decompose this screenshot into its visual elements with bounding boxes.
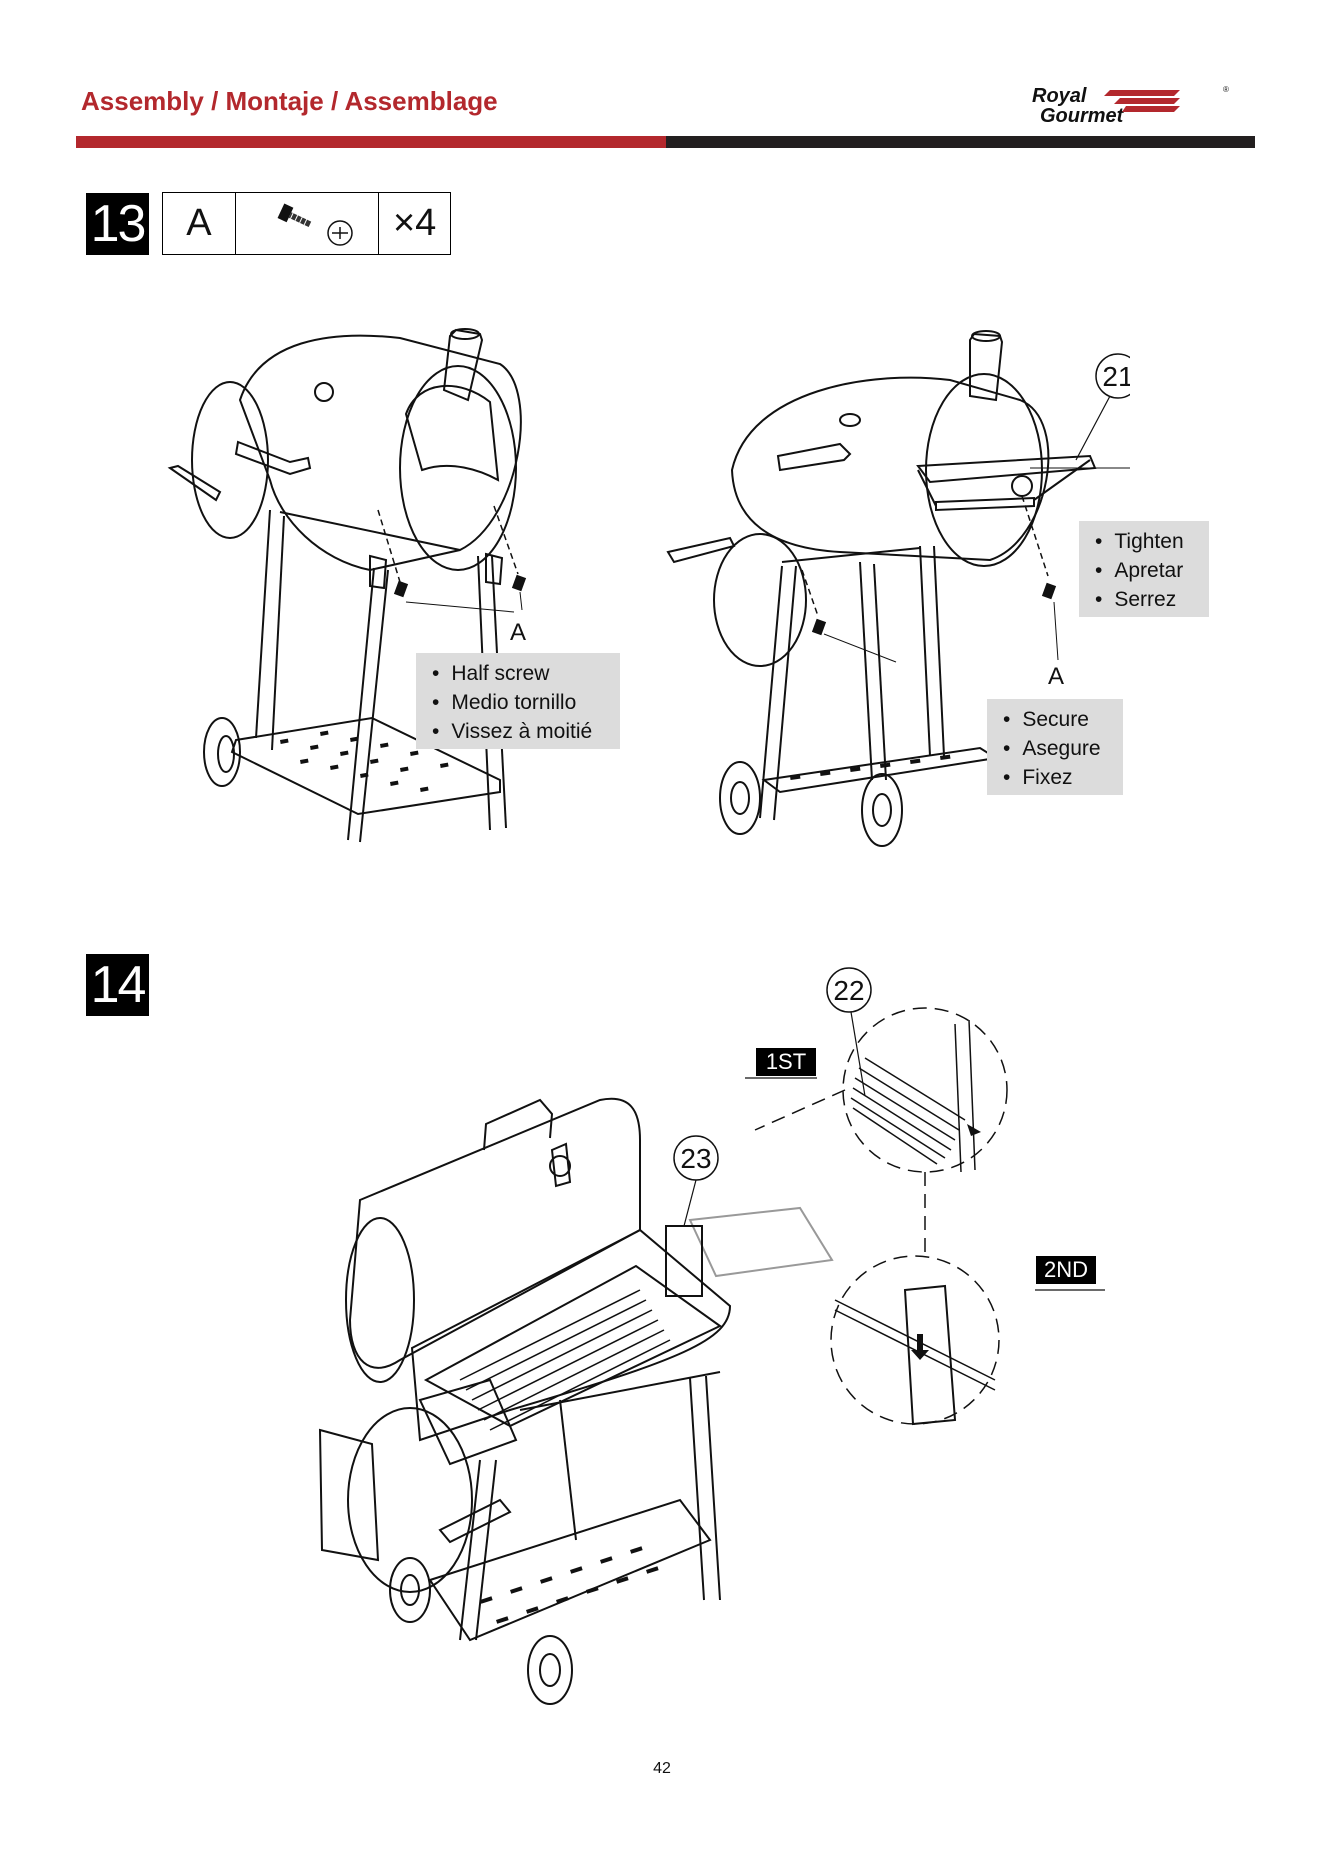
registered-mark: ® (1223, 85, 1229, 94)
hardware-icon-cell (236, 193, 380, 254)
header-rule-red (76, 136, 666, 148)
hardware-letter: A (163, 193, 236, 254)
callout-21: 21 (1102, 361, 1130, 392)
note-half-fr: Vissez à moitié (432, 717, 608, 746)
note-half-screw: Half screw Medio tornillo Vissez à moiti… (416, 653, 620, 749)
logo-text-gourmet: Gourmet (1040, 105, 1125, 127)
tag-first: 1ST (756, 1048, 816, 1076)
note-tighten-en: Tighten (1095, 527, 1197, 556)
hardware-quantity: ×4 (379, 193, 450, 254)
step-13-badge: 13 (86, 193, 149, 255)
note-secure-fr: Fixez (1003, 763, 1111, 792)
hardware-table: A ×4 (162, 192, 451, 255)
note-half-es: Medio tornillo (432, 688, 608, 717)
note-tighten-fr: Serrez (1095, 585, 1197, 614)
step14-detail-views: 22 (745, 960, 1125, 1440)
step13-grill-half-screw-illustration: A (160, 320, 530, 850)
note-secure: Secure Asegure Fixez (987, 699, 1123, 795)
royal-gourmet-logo: Royal Gourmet ® (1030, 84, 1230, 128)
hardware-label-a-2: A (1048, 663, 1064, 690)
page-number: 42 (650, 1760, 674, 1778)
hardware-label-a: A (510, 619, 526, 646)
logo-text-royal: Royal (1032, 85, 1087, 107)
screw-icon (252, 199, 362, 249)
note-secure-es: Asegure (1003, 734, 1111, 763)
note-tighten-es: Apretar (1095, 556, 1197, 585)
phillips-head-icon (328, 221, 352, 245)
note-secure-en: Secure (1003, 705, 1111, 734)
note-half-en: Half screw (432, 659, 608, 688)
header-rule-dark (666, 136, 1255, 148)
page-title: Assembly / Montaje / Assemblage (81, 86, 498, 117)
step-14-badge: 14 (86, 954, 149, 1016)
tag-second: 2ND (1036, 1256, 1096, 1284)
detail-circle-second (831, 1256, 999, 1424)
detail-circle-first (843, 1008, 1007, 1172)
callout-23: 23 (680, 1143, 711, 1174)
callout-22: 22 (833, 975, 864, 1006)
note-tighten: Tighten Apretar Serrez (1079, 521, 1209, 617)
